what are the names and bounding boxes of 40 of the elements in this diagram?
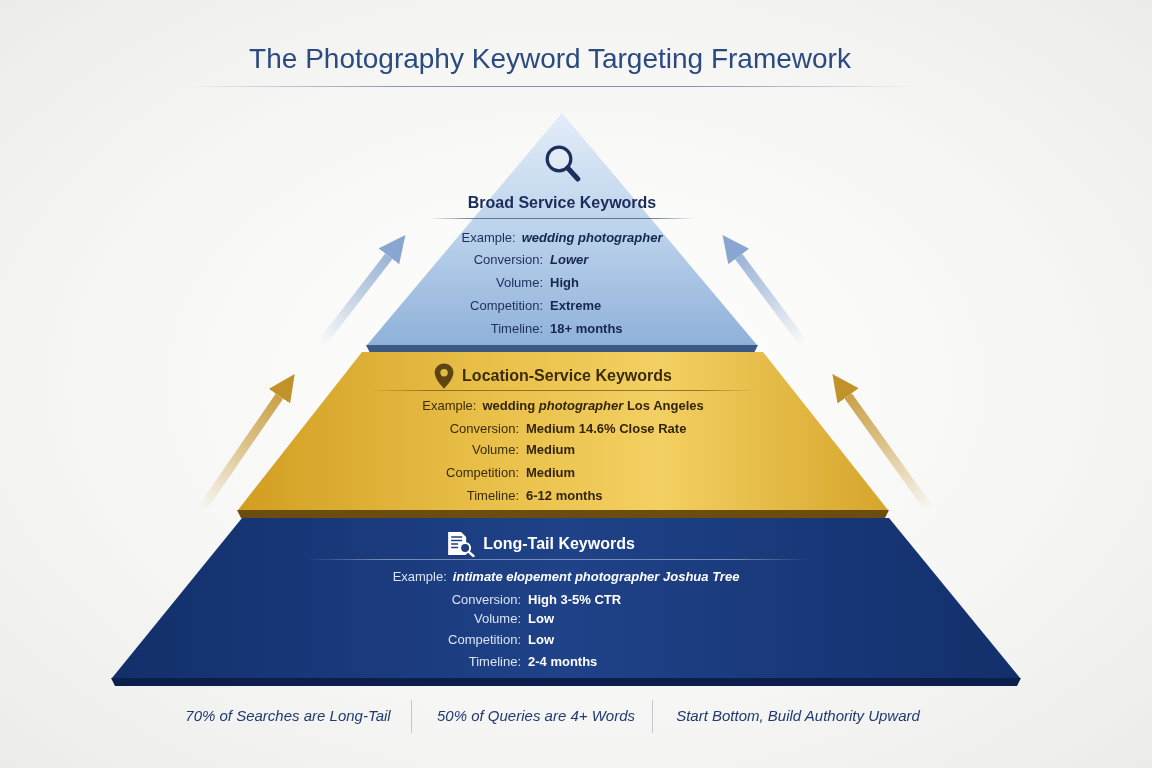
field-label: Volume: xyxy=(474,611,521,627)
field-label: Example: xyxy=(461,230,516,245)
field-value: Medium xyxy=(526,442,576,458)
stat-note: 70% of Searches are Long-Tail xyxy=(185,707,391,725)
field-value: wedding photographer Los Angeles xyxy=(482,398,704,413)
field-value: Low xyxy=(528,611,554,627)
field-label: Timeline: xyxy=(466,488,519,504)
field-label: Example: xyxy=(392,569,447,584)
field-value: Lower xyxy=(550,252,589,268)
field-label: Example: xyxy=(422,398,477,413)
field-value: High 3-5% CTR xyxy=(528,592,622,608)
field-value: 18+ months xyxy=(550,321,623,337)
field-value: Extreme xyxy=(550,298,602,314)
title: The Photography Keyword Targeting Framework xyxy=(249,43,851,75)
pyramid-top-triangle xyxy=(365,113,759,353)
stat-note: 50% of Queries are 4+ Words xyxy=(437,707,635,725)
tier-heading: Long-Tail Keywords xyxy=(483,534,635,554)
tier-heading: Broad Service Keywords xyxy=(467,193,657,213)
field-value: 6-12 months xyxy=(526,488,603,504)
field-value: Medium 14.6% Close Rate xyxy=(526,421,687,437)
field-label: Conversion: xyxy=(449,421,519,437)
field-value: Low xyxy=(528,632,554,648)
field-label: Competition: xyxy=(448,632,521,648)
field-value: High xyxy=(550,275,579,291)
field-value: Medium xyxy=(526,465,576,481)
field-label: Conversion: xyxy=(473,252,543,268)
field-label: Volume: xyxy=(496,275,543,291)
stat-note: Start Bottom, Build Authority Upward xyxy=(676,707,920,725)
field-label: Volume: xyxy=(472,442,519,458)
field-label: Competition: xyxy=(470,298,543,314)
pyramid-base-band xyxy=(110,518,1022,686)
field-value: 2-4 months xyxy=(528,654,598,670)
field-label: Timeline: xyxy=(468,654,521,670)
field-label: Timeline: xyxy=(490,321,543,337)
field-label: Competition: xyxy=(446,465,519,481)
pyramid-middle-band xyxy=(236,352,890,518)
field-value: wedding photographer xyxy=(521,230,663,245)
tier-heading: Location-Service Keywords xyxy=(462,366,672,386)
field-label: Conversion: xyxy=(451,592,521,608)
field-value: intimate elopement photographer Joshua Tree xyxy=(452,569,740,584)
